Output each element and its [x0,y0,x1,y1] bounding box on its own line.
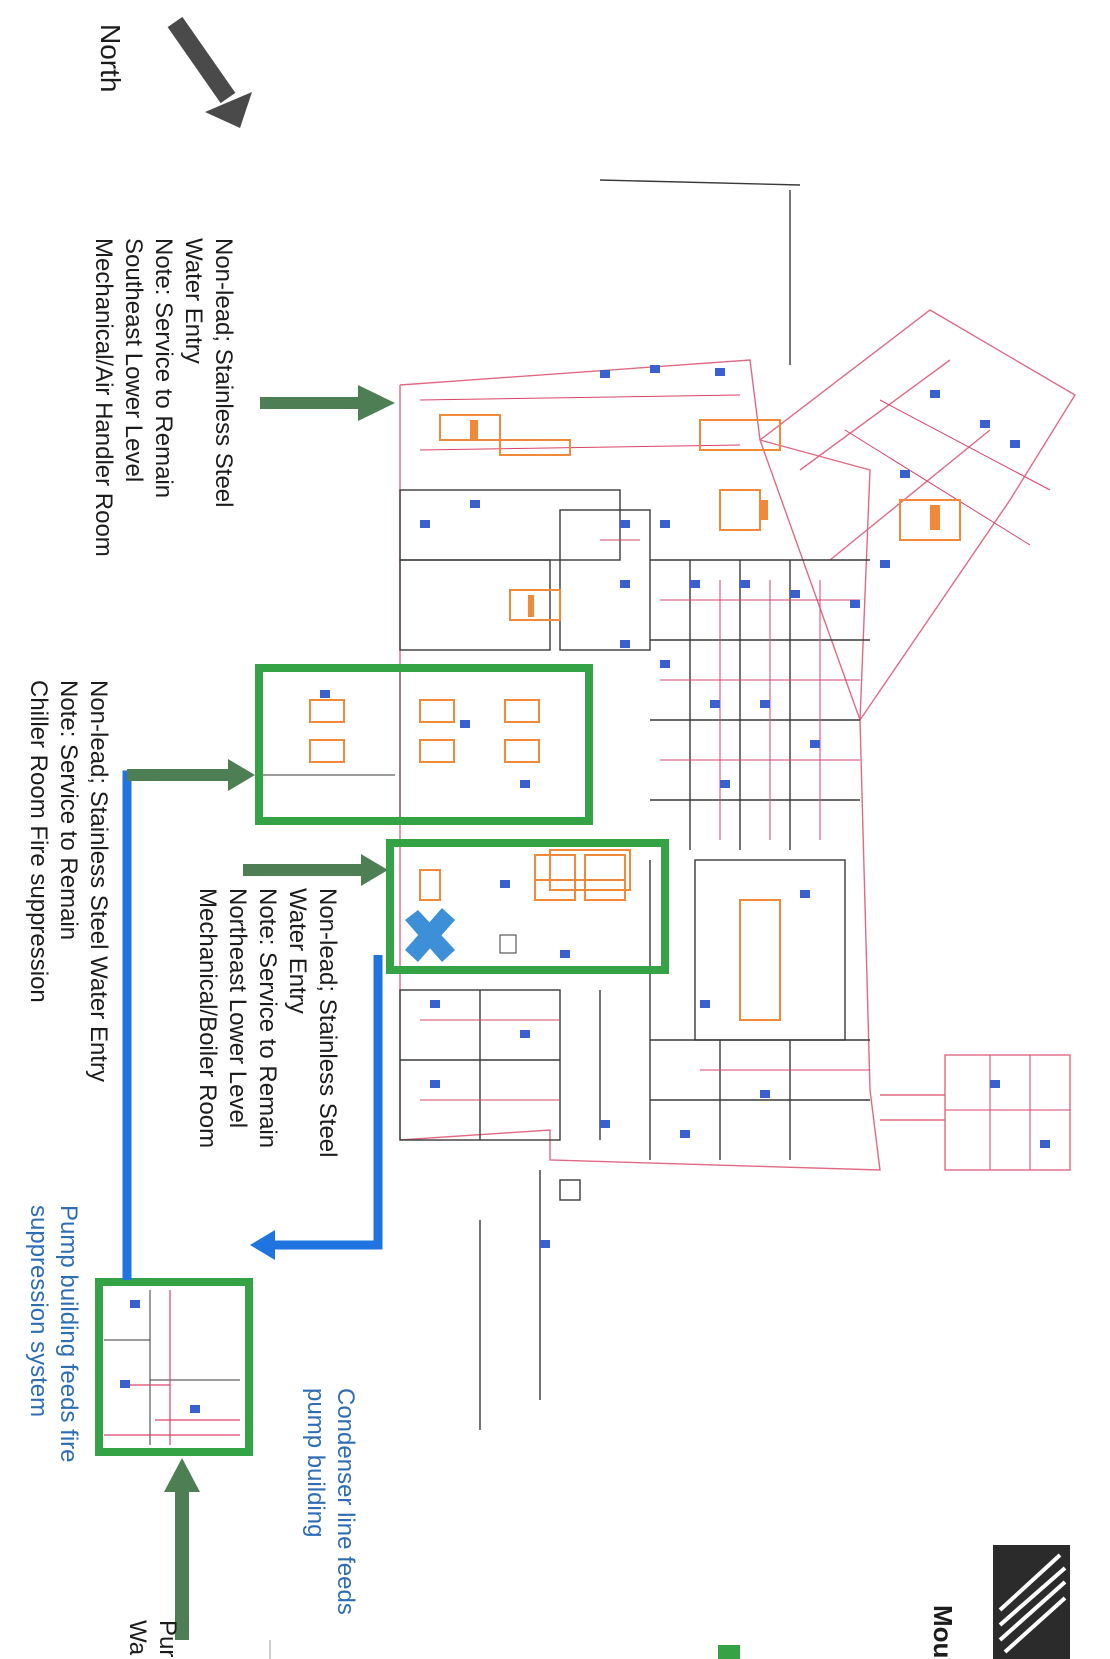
note-line: Note: Service to Remain [55,680,82,941]
chiller-entry-note: Non-lead; Stainless Steel Water Entry No… [23,680,113,1082]
boiler-entry-arrow [243,854,388,886]
note-line: Southeast Lower Level [120,238,147,483]
note-line: pump building [302,1388,329,1538]
equipment-solid [470,420,940,617]
compass-label: North [95,24,126,93]
pump-building [95,1278,253,1456]
pump-entry-note: Pur Wa [122,1620,182,1657]
room-partitions [419,394,1070,1170]
note-line: Northeast Lower Level [224,888,251,1129]
note-line: Pur [154,1620,181,1658]
chiller-room-box [255,664,593,825]
chiller-entry-arrow [127,759,255,791]
note-line: Non-lead; Stainless Steel [314,888,341,1158]
boiler-room [386,839,669,974]
pump-building-box [95,1278,253,1456]
legend-swatch [718,1645,740,1659]
removed-service-x-icon [405,908,455,962]
note-line: Water Entry [284,888,311,1014]
chiller-room [255,664,593,825]
entry-arrows [127,385,395,1640]
building-outline [399,309,1076,1171]
pump-entry-arrow [164,1458,200,1640]
condenser-note: Condenser line feeds pump building [300,1388,360,1615]
note-line: Mechanical/Boiler Room [194,888,221,1149]
fixture-markers [120,365,1050,1413]
note-line: Non-lead; Stainless Steel Water Entry [85,680,112,1082]
note-line: Condenser line feeds [332,1388,359,1615]
northeast-entry-note: Non-lead; Stainless Steel Water Entry No… [192,888,342,1157]
southeast-entry-note: Non-lead; Stainless Steel Water Entry No… [88,238,238,557]
brand-text: Mou [928,1605,958,1659]
note-line: Note: Service to Remain [150,238,177,499]
note-line: Pump building feeds fire [55,1205,82,1463]
north-arrow-icon [167,16,252,128]
interior-walls [399,179,870,1430]
note-line: Chiller Room Fire suppression [25,680,52,1003]
note-line: suppression system [25,1205,52,1418]
condenser-arrow-head [250,1230,275,1260]
logo-icon [993,1545,1070,1659]
note-line: Note: Service to Remain [254,888,281,1149]
note-line: Water Entry [180,238,207,364]
boiler-room-box [386,839,669,974]
note-line: Wa [124,1620,151,1656]
pump-fire-note: Pump building feeds fire suppression sys… [23,1205,83,1462]
equipment [419,414,961,1021]
note-line: Non-lead; Stainless Steel [210,238,237,508]
note-line: Mechanical/Air Handler Room [90,238,117,557]
southeast-entry-arrow [260,385,395,421]
